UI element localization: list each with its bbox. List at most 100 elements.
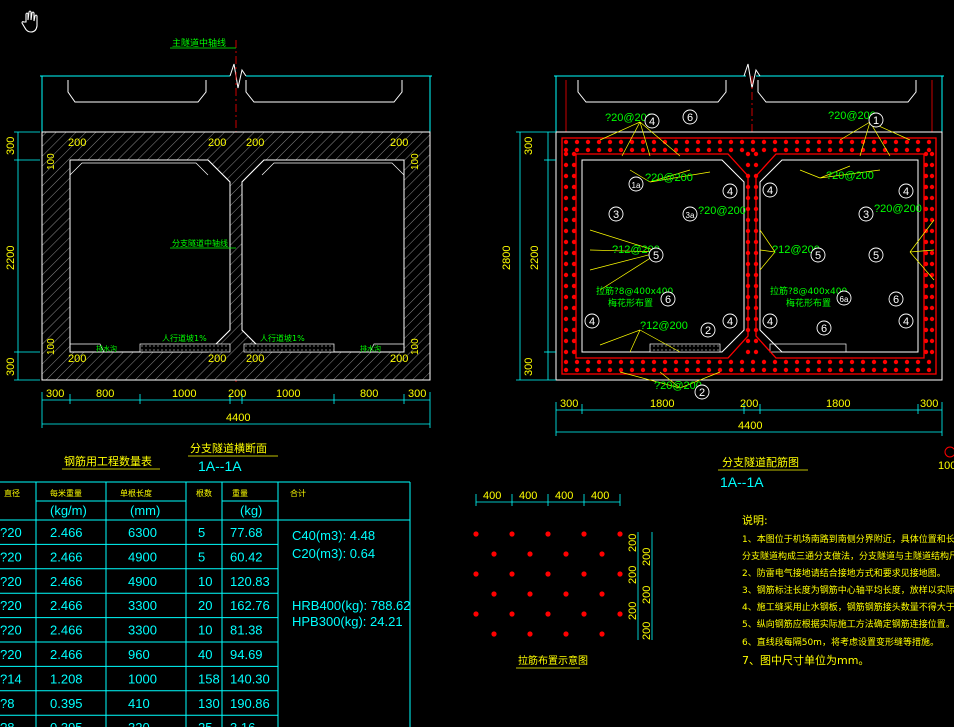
rebar-dot [923,162,929,168]
rebar-dot [662,139,668,145]
table-cell: 1.208 [50,671,83,686]
tie-layout-diagram: 400 400 400 400 200 200 200 200 200 200 … [473,490,653,669]
rebar-dot [838,147,844,153]
rebar-dot [923,316,929,322]
rebar-dot [563,217,569,223]
rebar-dot [783,359,789,365]
rebar-dot [849,147,855,153]
rebar-dot [684,147,690,153]
rebar-dot [571,305,577,311]
rebar-dot [745,173,751,179]
rebar-dot [662,359,668,365]
rebar-dot [923,250,929,256]
rebar-dot [563,316,569,322]
rebar-dot [923,338,929,344]
tie-side-dim: 200 [627,602,639,620]
rebar-dot [563,147,569,153]
edge-scale: 100 [938,460,954,472]
bottom-dim: 300 [560,398,578,410]
rebar-bubble-number: 4 [903,186,909,198]
rebar-dot [753,338,759,344]
right-rebar-section: ?20@200 ?20@200 ?20@200 ?20@200 ?20@200 … [501,63,954,490]
rebar-dot [805,147,811,153]
rebar-dot [563,151,569,157]
rebar-bubble-number: 6 [893,294,899,306]
haunch-label: 200 [390,137,408,149]
rebar-dot [753,162,759,168]
left-caption-title: 分支隧道横断面 [190,441,267,455]
tie-dot [617,611,623,617]
tie-dot [545,571,551,577]
table-header: 直径 [4,488,20,498]
haunch-label: 200 [246,137,264,149]
rebar-dot [563,327,569,333]
vertical-dim: 300 [523,358,535,376]
rebar-dot [783,139,789,145]
tie-dot [581,571,587,577]
tie-dot [617,531,623,537]
rebar-dot [929,195,935,201]
rebar-dot [684,359,690,365]
rebar-dot [563,283,569,289]
left-cross-section: 主隧道中轴线 分支隧道中轴线 人行道坡1% 人行道坡1% 排水沟 排水沟 200… [5,37,432,474]
tie-dot [527,591,533,597]
rebar-dot [849,359,855,365]
rebar-dot [849,367,855,373]
bottom-dim: 1800 [826,398,850,410]
rebar-label: ?12@200 [612,244,660,256]
rebar-dot [629,359,635,365]
sidewalk-slope-right: 人行道坡1% [260,333,305,343]
rebar-label: ?20@200 [874,203,922,215]
rebar-bubble-number: 4 [903,316,909,328]
rebar-dot [651,367,657,373]
rebar-dot [816,139,822,145]
rebar-dot [745,184,751,190]
rebar-dot [753,327,759,333]
tie-dot [527,551,533,557]
bottom-dim: 300 [46,388,64,400]
rebar-dot [750,367,756,373]
rebar-dot [929,272,935,278]
drain-left-label: 排水沟 [96,344,117,353]
rebar-dot [753,206,759,212]
rebar-label: ?20@200 [698,205,746,217]
hand-pan-icon[interactable] [21,10,38,33]
table-cell: 81.38 [230,623,263,638]
rebar-dot [640,139,646,145]
rebar-dot [563,359,569,365]
rebar-dot [929,151,935,157]
left-caption-sub: 1A--1A [198,458,242,474]
rebar-dot [745,195,751,201]
rebar-dot [745,261,751,267]
rebar-dot [761,359,767,365]
rebar-dot [805,359,811,365]
table-cell: ?20 [0,647,22,662]
table-header: 单根长度 [120,488,152,498]
rebar-dot [574,147,580,153]
total-width: 4400 [226,412,250,424]
rebar-bubble-number: 6 [687,112,693,124]
rebar-dot [571,338,577,344]
table-header: 重量 [232,488,248,498]
rebar-dot [882,359,888,365]
table-cell: ?8 [0,720,14,727]
note-line: 6、直线段每隔50m，将考虑设置变形缝等措施。 [742,636,939,648]
rebar-bubble [762,182,778,198]
table-cell: ?20 [0,574,22,589]
rebar-dot [929,349,935,355]
table-cell: 120.83 [230,574,270,589]
rebar-bubble [648,247,664,263]
rebar-bubble [722,313,738,329]
rebar-dot [794,367,800,373]
rebar-dot [651,139,657,145]
rebar-dot [706,147,712,153]
table-cell: 2.466 [50,525,83,540]
tie-dot [491,631,497,637]
bottom-dim: 300 [408,388,426,400]
rebar-dot [923,173,929,179]
rebar-dot [750,359,756,365]
rebar-dot [893,147,899,153]
tie-dot [473,611,479,617]
rebar-label: ?20@200 [645,172,693,184]
